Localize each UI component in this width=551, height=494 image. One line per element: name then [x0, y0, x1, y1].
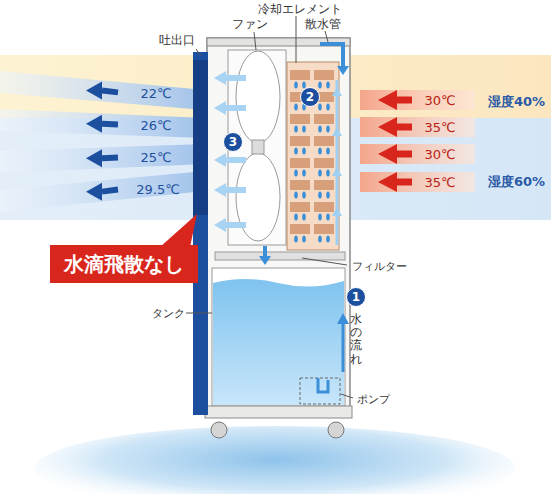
part-label: ポンプ: [357, 392, 390, 407]
temperature-label: 30℃: [424, 147, 455, 162]
temperature-label: 25℃: [140, 150, 171, 165]
part-label: タンク: [152, 306, 185, 321]
callout-circle: 2: [300, 87, 320, 107]
temperature-label: 30℃: [424, 93, 455, 108]
callout-number: 3: [229, 136, 237, 148]
part-label: 散水管: [305, 16, 341, 33]
temperature-label: 35℃: [424, 120, 455, 135]
temperature-label: 22℃: [140, 86, 171, 101]
part-label: 冷却エレメント: [258, 1, 342, 18]
part-label: フィルター: [352, 259, 407, 274]
humidity-text: 湿度40%: [488, 93, 545, 111]
callout-number: 1: [352, 291, 360, 303]
temperature-label: 26℃: [140, 118, 171, 133]
humidity-band: 湿度40%: [0, 55, 551, 118]
humidity-band: 湿度60%: [0, 118, 551, 220]
banner-text: 水滴飛散なし: [64, 251, 184, 278]
temperature-label: 35℃: [424, 175, 455, 190]
temperature-label: 29.5℃: [136, 182, 180, 197]
callout-circle: 3: [223, 132, 243, 152]
part-label: ファン: [232, 16, 268, 33]
part-label: 吐出口: [159, 32, 195, 49]
callout-number: 2: [306, 91, 314, 103]
flow-label: 水の流れ: [350, 313, 362, 366]
humidity-text: 湿度60%: [488, 173, 545, 191]
warning-banner: 水滴飛散なし: [50, 245, 198, 283]
callout-circle: 1: [346, 287, 366, 307]
